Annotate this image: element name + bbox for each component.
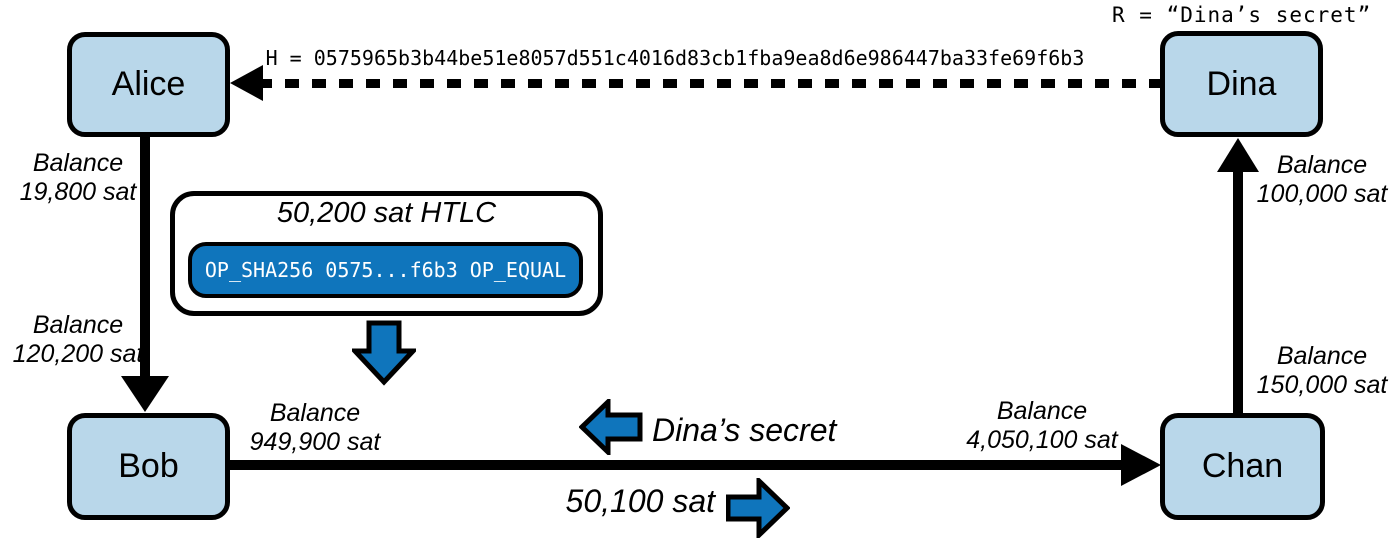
- amount-flow-label: 50,100 sat: [565, 483, 715, 519]
- node-alice: Alice: [67, 32, 230, 137]
- balance-bob-chan-right: Balance 4,050,100 sat: [966, 397, 1118, 454]
- balance-bob-chan-left: Balance 949,900 sat: [249, 399, 381, 456]
- arrowhead-down-icon: [121, 376, 169, 412]
- htlc-title: 50,200 sat HTLC: [276, 197, 497, 229]
- node-chan: Chan: [1160, 413, 1325, 520]
- node-dina-label: Dina: [1206, 64, 1277, 103]
- htlc-script-pill: OP_SHA256 0575...f6b3 OP_EQUAL: [188, 242, 583, 298]
- node-alice-label: Alice: [111, 65, 186, 103]
- arrowhead-left-icon: [230, 65, 263, 101]
- htlc-script-text: OP_SHA256 0575...f6b3 OP_EQUAL: [204, 258, 567, 282]
- secret-left-arrow-icon: [579, 399, 643, 455]
- node-bob: Bob: [67, 413, 230, 520]
- channel-alice-bob-line: [140, 135, 150, 378]
- arrowhead-up-icon: [1217, 138, 1259, 172]
- balance-alice-bob-upper: Balance 19,800 sat: [19, 149, 137, 206]
- balance-chan-dina-upper: Balance 100,000 sat: [1256, 151, 1388, 208]
- hash-dashed-line: [258, 79, 1160, 88]
- htlc-down-arrow-icon: [352, 320, 416, 386]
- secret-flow-label: Dina’s secret: [652, 412, 837, 448]
- preimage-value-label: R = “Dina’s secret”: [1112, 3, 1372, 27]
- channel-bob-chan-line: [230, 460, 1124, 470]
- node-chan-label: Chan: [1201, 447, 1284, 485]
- balance-chan-dina-lower: Balance 150,000 sat: [1256, 342, 1388, 399]
- balance-alice-bob-lower: Balance 120,200 sat: [12, 311, 144, 368]
- node-dina: Dina: [1160, 31, 1323, 137]
- hash-value-label: H = 0575965b3b44be51e8057d551c4016d83cb1…: [265, 46, 1085, 70]
- arrowhead-right-icon: [1121, 444, 1161, 486]
- amount-right-arrow-icon: [726, 478, 790, 538]
- node-bob-label: Bob: [118, 447, 179, 485]
- channel-chan-dina-line: [1233, 168, 1243, 415]
